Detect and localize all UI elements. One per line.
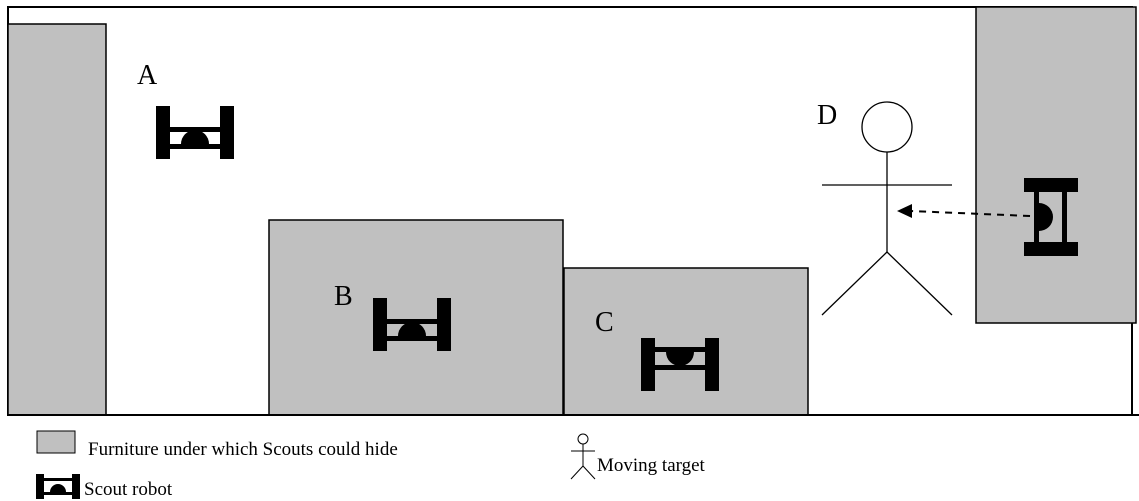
label-a: A — [137, 60, 158, 91]
legend-moving-target-label: Moving target — [597, 455, 705, 476]
moving-target-figure-icon — [821, 101, 953, 316]
legend-scout-robot-icon — [36, 474, 80, 499]
legend-person-icon — [570, 433, 596, 480]
scout-robot-c-icon — [641, 338, 719, 391]
legend-furniture-swatch — [36, 430, 76, 454]
scout-robot-a-icon — [156, 106, 234, 159]
furniture-c — [563, 267, 809, 416]
label-b: B — [334, 281, 353, 312]
furniture-b — [268, 219, 564, 416]
legend-furniture-label: Furniture under which Scouts could hide — [88, 439, 398, 460]
label-d: D — [817, 100, 837, 131]
scout-robot-b-icon — [373, 298, 451, 351]
legend-scout-robot-label: Scout robot — [84, 479, 173, 500]
furniture-right — [975, 6, 1137, 324]
scout-robot-right-icon — [1024, 178, 1078, 256]
label-c: C — [595, 307, 614, 338]
dashed-arrow-icon — [897, 204, 1031, 218]
furniture-left-cabinet — [7, 23, 107, 416]
